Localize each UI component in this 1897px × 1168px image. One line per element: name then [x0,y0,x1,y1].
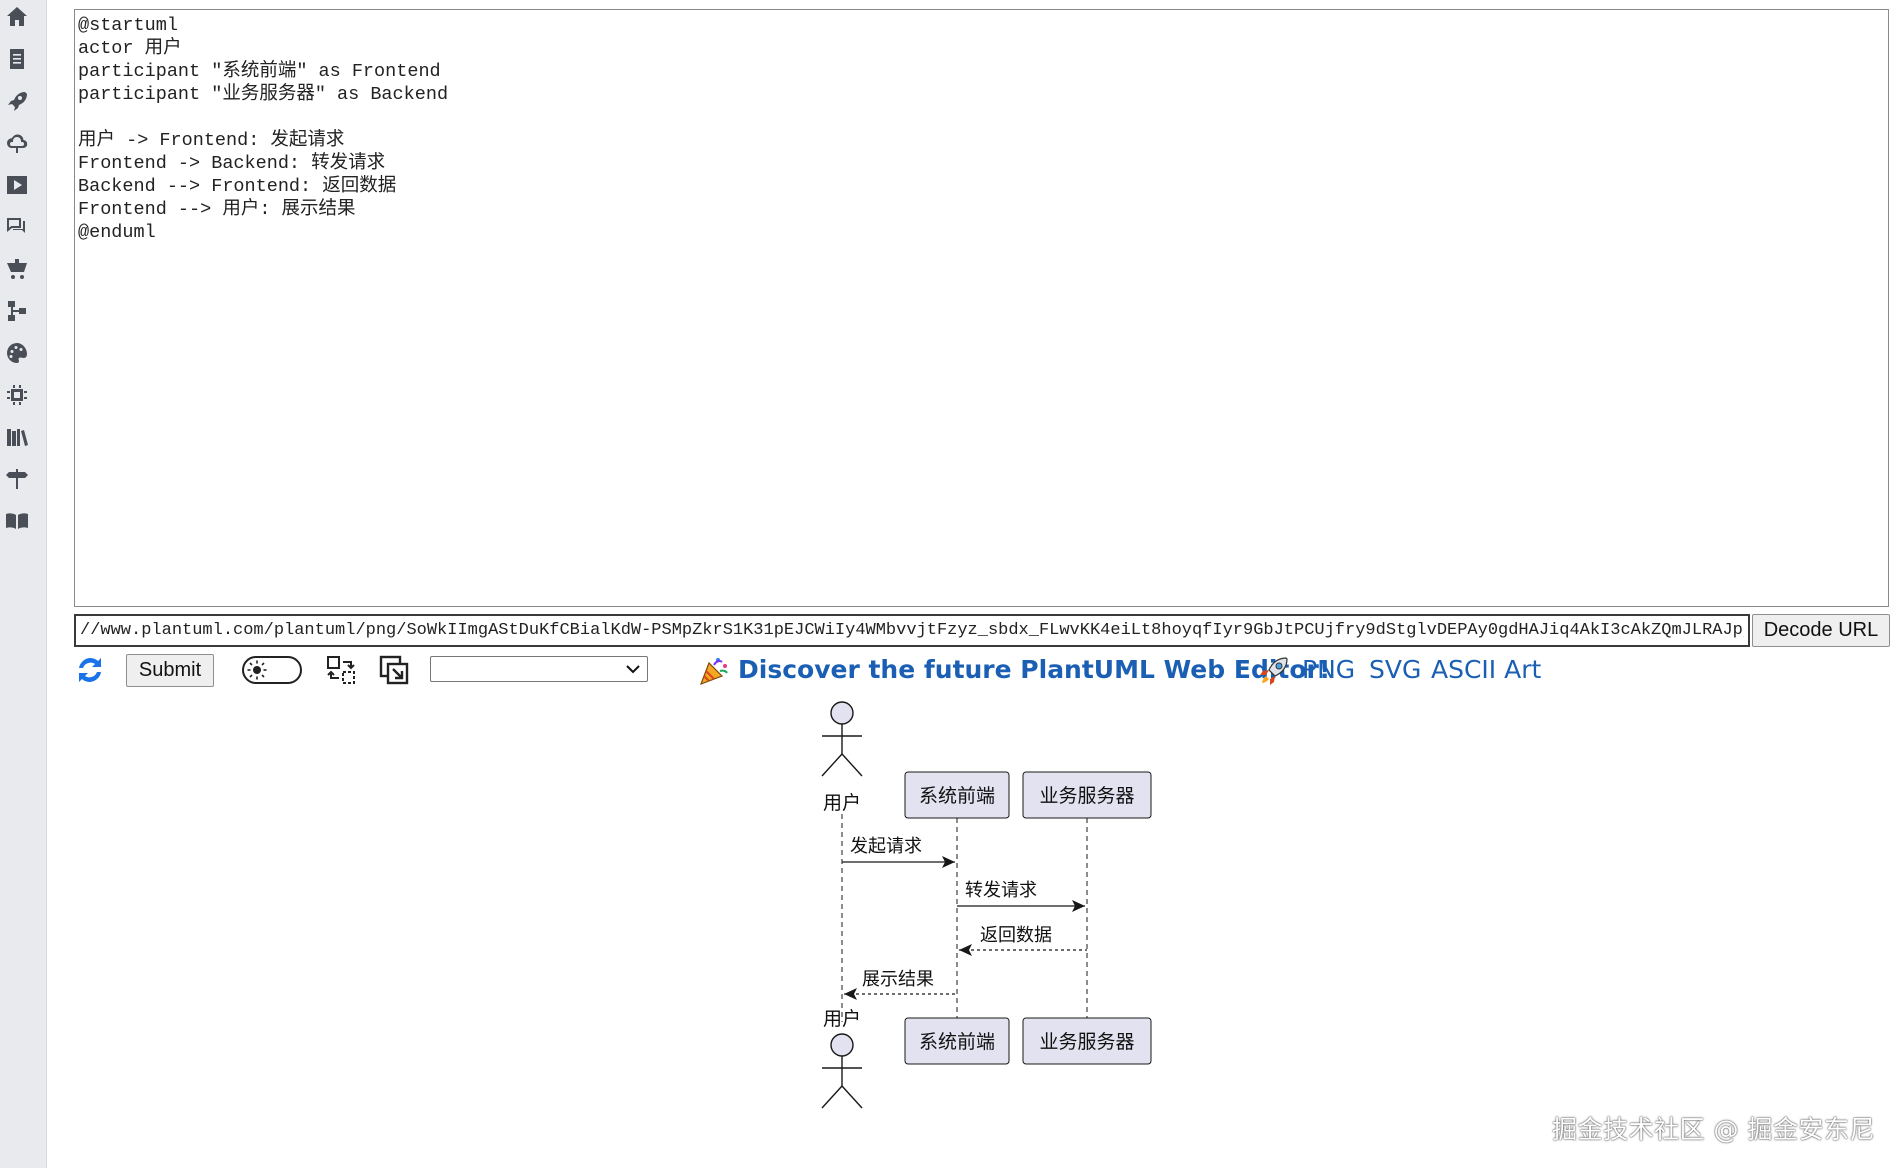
actor-top [821,701,863,777]
participant-backend-label-bottom: 业务服务器 [1039,1031,1134,1053]
cart-icon[interactable] [4,256,30,282]
participant-backend-bottom [1022,1017,1152,1065]
actor-label-top: 用户 [823,792,861,814]
actor-label-bottom: 用户 [823,1008,861,1030]
message-label-2: 转发请求 [965,880,1037,901]
ascii-art-link[interactable]: ASCII Art [1431,655,1542,684]
png-link[interactable]: PNG [1302,655,1356,684]
palette-icon[interactable] [4,340,30,366]
book-icon[interactable] [4,508,30,534]
swap-layout-icon[interactable] [325,654,357,686]
document-icon[interactable] [4,46,30,72]
signpost-icon[interactable] [4,466,30,492]
rocket-emoji-icon [1258,655,1290,687]
chevron-down-icon [626,665,640,674]
example-select[interactable] [430,656,648,682]
watermark: 掘金技术社区 @ 掘金安东尼 [1552,1115,1875,1144]
participant-backend-top [1022,771,1152,819]
sun-icon [247,660,267,680]
message-label-1: 发起请求 [850,836,922,857]
discover-editor-link[interactable]: Discover the future PlantUML Web Editor! [738,655,1331,684]
participant-backend-label-top: 业务服务器 [1039,785,1134,807]
participant-frontend-top [904,771,1010,819]
actor-bottom [821,1033,863,1109]
chip-icon[interactable] [4,382,30,408]
library-icon[interactable] [4,424,30,450]
chat-icon[interactable] [4,214,30,240]
code-editor[interactable] [74,9,1889,607]
left-sidebar [0,0,47,1168]
participant-frontend-label-bottom: 系统前端 [919,1031,995,1053]
party-popper-icon [698,655,730,687]
submit-button[interactable]: Submit [126,654,214,687]
open-new-window-icon[interactable] [378,654,410,686]
refresh-icon[interactable] [74,654,106,686]
home-icon[interactable] [4,4,30,30]
rocket-icon[interactable] [4,88,30,114]
sequence-diagram: 用户 系统前端 业务服务器 发起请求 转发请求 返回数据 展示结果 用户 系统前… [821,701,1152,1109]
cloud-icon[interactable] [4,130,30,156]
participant-frontend-label-top: 系统前端 [919,785,995,807]
theme-toggle[interactable] [242,656,302,684]
message-label-3: 返回数据 [980,925,1052,946]
decode-url-button[interactable]: Decode URL [1752,614,1890,647]
diagram-icon[interactable] [4,298,30,324]
message-label-4: 展示结果 [862,969,934,990]
play-icon[interactable] [4,172,30,198]
encoded-url-input[interactable] [74,614,1750,647]
svg-link[interactable]: SVG [1369,655,1422,684]
participant-frontend-bottom [904,1017,1010,1065]
